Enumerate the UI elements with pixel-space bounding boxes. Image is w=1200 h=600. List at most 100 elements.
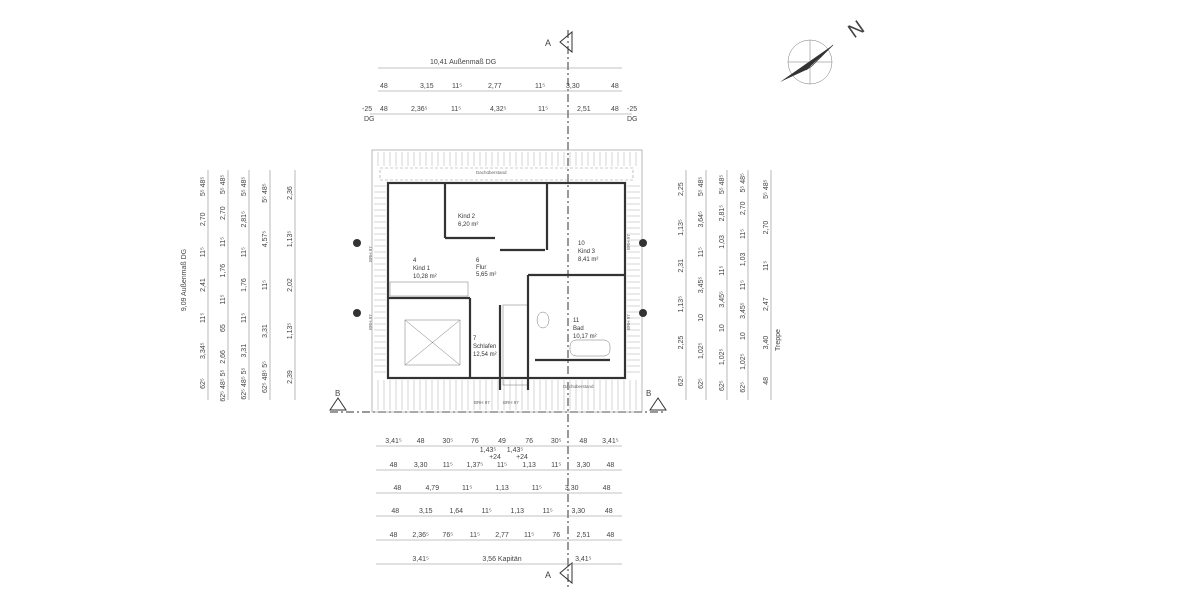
dimension-label: 5⁵ 48⁵ bbox=[763, 179, 770, 199]
dimension-label: 11⁵ bbox=[532, 485, 542, 492]
dimension-label: 76 bbox=[471, 438, 479, 445]
dimension-label: 48 bbox=[605, 508, 613, 515]
room-bad: 11 Bad 10,17 m² bbox=[573, 318, 597, 340]
dimension-label: 48 bbox=[579, 438, 587, 445]
top-outer-dimension: 10,41 Außenmaß DG bbox=[430, 59, 496, 66]
svg-text:8,41 m²: 8,41 m² bbox=[578, 257, 598, 263]
dimension-label: 10 bbox=[719, 324, 726, 332]
svg-text:BRH 97: BRH 97 bbox=[368, 314, 373, 330]
dimension-label: 2,25 bbox=[678, 336, 685, 350]
dimension-label: 5⁵ 48⁵ bbox=[719, 175, 726, 195]
dimension-label: 3,41⁵ bbox=[412, 556, 429, 563]
dimension-label: 11⁵ bbox=[200, 247, 207, 257]
svg-text:-25: -25 bbox=[627, 106, 637, 113]
svg-text:Dachüberstand: Dachüberstand bbox=[476, 170, 507, 175]
dimension-label: 11⁵ bbox=[543, 508, 553, 515]
dimension-label: 2,81⁵ bbox=[241, 211, 248, 228]
dimension-label: 1,13⁵ bbox=[287, 231, 294, 248]
dimension-label: 11⁵ bbox=[462, 485, 472, 492]
dimension-label: 3,31 bbox=[262, 324, 269, 338]
dimension-label: 48 bbox=[417, 438, 425, 445]
svg-text:-25: -25 bbox=[362, 106, 372, 113]
dimension-label: 2,51 bbox=[577, 532, 591, 539]
dimension-label: 48 bbox=[603, 485, 611, 492]
north-label: N bbox=[844, 17, 868, 43]
right-dimensions: 62⁵2,251,13⁵2,311,13⁵2,2562⁵1,02⁵103,45⁵… bbox=[678, 170, 782, 400]
svg-text:Kind 2: Kind 2 bbox=[458, 214, 476, 220]
section-a-top-label: A bbox=[545, 38, 551, 48]
dimension-label: 11⁵ bbox=[763, 261, 770, 271]
svg-text:Kind 3: Kind 3 bbox=[578, 249, 596, 255]
dimension-label: 2,81⁵ bbox=[719, 205, 726, 222]
dimension-label: 30⁵ bbox=[551, 438, 562, 445]
dimension-label: 2,70 bbox=[200, 212, 207, 226]
dimension-label: 48 bbox=[607, 462, 615, 469]
dimension-label: 2,36⁵ bbox=[412, 532, 429, 539]
svg-text:4,32⁵: 4,32⁵ bbox=[490, 106, 507, 113]
window-labels: BRH 97 BRH 97 BRH 97 BRH 97 BRH 97 BRH 9… bbox=[353, 170, 647, 405]
svg-text:6,20 m²: 6,20 m² bbox=[458, 222, 478, 228]
dimension-label: 11⁵ bbox=[740, 280, 747, 290]
dimension-label: 1,02⁵ bbox=[698, 342, 705, 359]
dimension-label: 3,41⁵ bbox=[602, 438, 619, 445]
svg-text:2,36⁵: 2,36⁵ bbox=[411, 106, 428, 113]
dimension-label: 1,02⁵ bbox=[740, 353, 747, 370]
room-kind-3: 10 Kind 3 8,41 m² bbox=[578, 241, 598, 263]
dimension-label: 5⁵ 48⁵ bbox=[200, 177, 207, 197]
svg-text:4: 4 bbox=[413, 258, 417, 264]
dimension-label: 11⁵ bbox=[443, 462, 453, 469]
svg-text:Kind 1: Kind 1 bbox=[413, 266, 431, 272]
dimension-label: 2,36 bbox=[287, 186, 294, 200]
dimension-label: 2,47 bbox=[763, 297, 770, 311]
dimension-label: 3,41⁵ bbox=[385, 438, 402, 445]
dimension-label: 2,66 bbox=[220, 350, 227, 364]
left-dimensions: 9,09 Außenmaß DG62⁵3,34⁵11⁵2,4111⁵2,705⁵… bbox=[181, 170, 296, 402]
dimension-label: 11⁵ bbox=[551, 462, 561, 469]
dimension-label: 76⁵ bbox=[442, 532, 453, 539]
dimension-label: 3,30 bbox=[577, 462, 591, 469]
dimension-label: 11⁵ bbox=[241, 313, 248, 323]
section-a-bottom-label: A bbox=[545, 570, 551, 580]
dimension-label: 11⁵ bbox=[719, 265, 726, 275]
dimension-label: 4,57⁵ bbox=[262, 231, 269, 248]
dimension-label: 62⁵ bbox=[740, 382, 747, 393]
dimension-label: 48 bbox=[390, 532, 398, 539]
dimension-label: 5⁵ 48⁵ bbox=[740, 173, 747, 193]
svg-text:11⁵: 11⁵ bbox=[452, 83, 462, 90]
dimension-label: 62⁵ bbox=[678, 375, 685, 386]
section-b-left-label: B bbox=[335, 389, 340, 398]
dimension-label: 1,76 bbox=[241, 278, 248, 292]
dimension-label: 11⁵ bbox=[470, 532, 480, 539]
dimension-label: 76 bbox=[552, 532, 560, 539]
dimension-label: 3,64⁵ bbox=[698, 211, 705, 228]
room-schlafen: 7 Schlafen 12,54 m² bbox=[473, 336, 497, 358]
dimension-label: 1,13⁵ bbox=[678, 219, 685, 236]
dimension-label: 62⁵ 48⁵ 5⁵ bbox=[262, 361, 269, 393]
dimension-label: 48 bbox=[391, 508, 399, 515]
dimension-label: 11⁵ bbox=[740, 229, 747, 239]
dimension-label: 3,30 bbox=[414, 462, 428, 469]
dimension-label: 5⁵ 48⁵ bbox=[220, 175, 227, 195]
room-kind-1: 4 Kind 1 10,28 m² bbox=[413, 258, 437, 280]
svg-text:10,17 m²: 10,17 m² bbox=[573, 334, 597, 340]
dimension-label: 4,79 bbox=[425, 485, 439, 492]
svg-text:BRH 97: BRH 97 bbox=[503, 400, 519, 405]
dimension-label: 62⁵ 48⁵ 5⁵ bbox=[220, 369, 227, 401]
dimension-label: 3,15 bbox=[419, 508, 433, 515]
dimension-label: 10 bbox=[698, 314, 705, 322]
svg-text:11⁵: 11⁵ bbox=[535, 83, 545, 90]
dimension-label: 1,13 bbox=[522, 462, 536, 469]
dimension-label: 48 bbox=[607, 532, 615, 539]
dimension-label: 2,70 bbox=[220, 206, 227, 220]
dimension-label: 49 bbox=[498, 438, 506, 445]
dimension-label: 3,40 bbox=[763, 336, 770, 350]
svg-text:3,15: 3,15 bbox=[420, 83, 434, 90]
dimension-label: 1,02⁵ bbox=[719, 349, 726, 366]
stair-label: Treppe bbox=[775, 329, 782, 351]
dimension-label: 3,30 bbox=[571, 508, 585, 515]
dimension-label: 48 bbox=[390, 462, 398, 469]
dimension-label: 1,43⁵ bbox=[507, 447, 524, 454]
svg-text:48: 48 bbox=[611, 106, 619, 113]
svg-text:10: 10 bbox=[578, 241, 585, 247]
dimension-label: 11⁵ bbox=[220, 294, 227, 304]
